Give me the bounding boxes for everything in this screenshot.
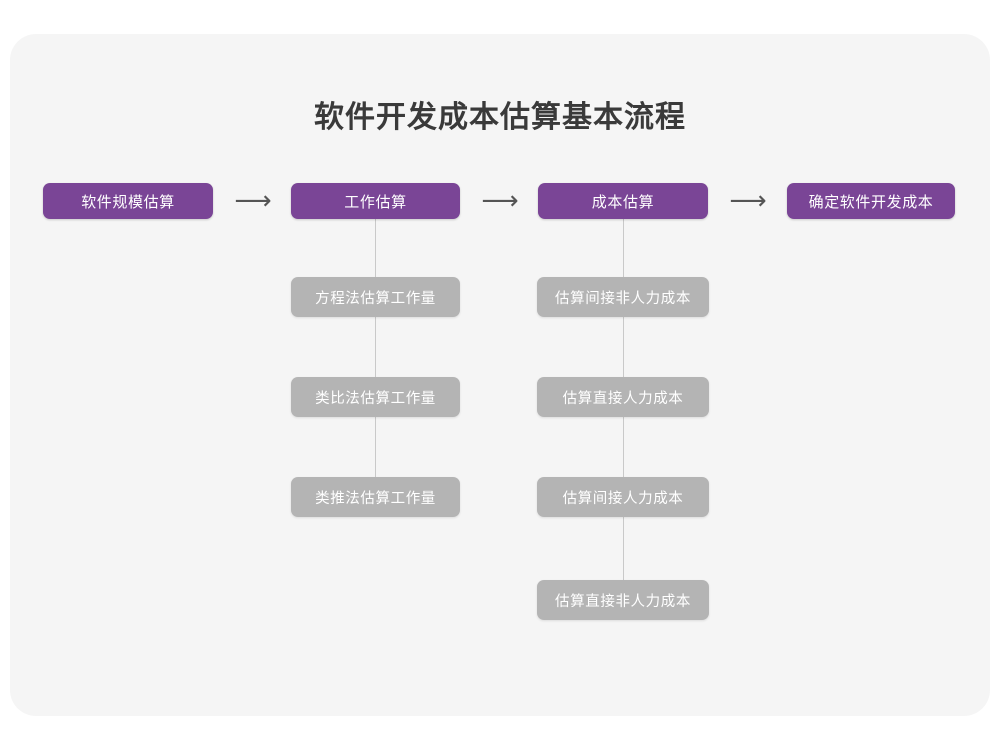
substep-node-inference-method-effort[interactable]: 类推法估算工作量 — [291, 477, 460, 517]
page-title: 软件开发成本估算基本流程 — [314, 101, 686, 134]
stage-node-determine-development-cost[interactable]: 确定软件开发成本 — [787, 183, 955, 219]
substep-node-analogy-method-effort[interactable]: 类比法估算工作量 — [291, 377, 460, 417]
substep-node-equation-method-effort[interactable]: 方程法估算工作量 — [291, 277, 460, 317]
card-background — [10, 34, 990, 716]
substep-node-direct-labor-cost[interactable]: 估算直接人力成本 — [537, 377, 709, 417]
substep-node-indirect-labor-cost[interactable]: 估算间接人力成本 — [537, 477, 709, 517]
connector-col2 — [374, 218, 376, 480]
substep-node-indirect-nonlabor-cost[interactable]: 估算间接非人力成本 — [537, 277, 709, 317]
substep-node-direct-nonlabor-cost[interactable]: 估算直接非人力成本 — [537, 580, 709, 620]
stage-node-software-scale-estimation[interactable]: 软件规模估算 — [43, 183, 213, 219]
right-arrow-icon-1: ⟶ — [234, 186, 272, 216]
stage-node-cost-estimation[interactable]: 成本估算 — [538, 183, 708, 219]
right-arrow-icon-3: ⟶ — [729, 186, 767, 216]
stage-node-effort-estimation[interactable]: 工作估算 — [291, 183, 460, 219]
right-arrow-icon-2: ⟶ — [481, 186, 519, 216]
